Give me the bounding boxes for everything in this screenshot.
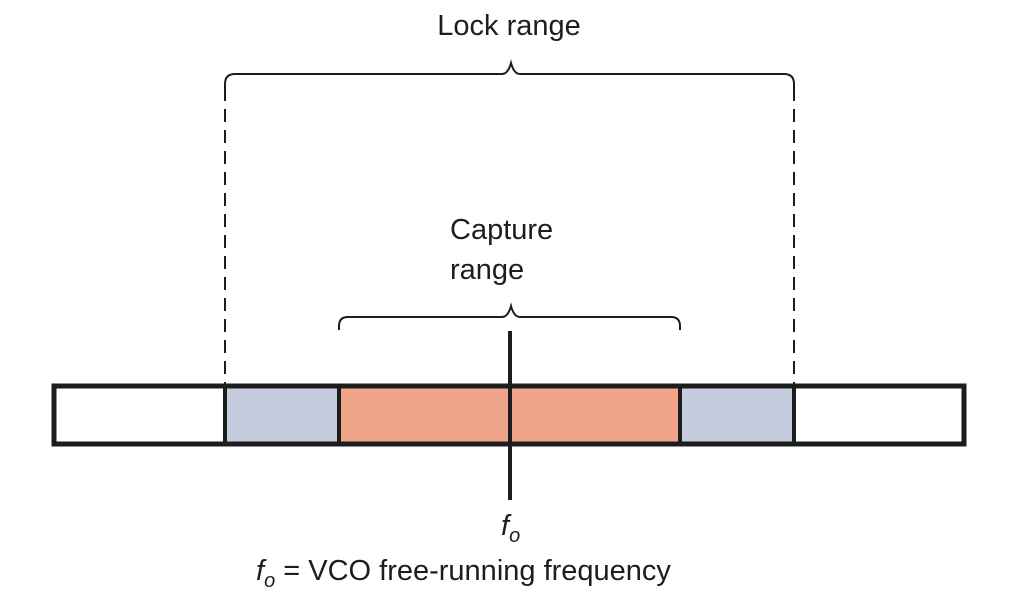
capture-range-label-line2: range (450, 254, 525, 286)
segment-above-lock (794, 386, 964, 444)
center-frequency-label: fo (501, 510, 520, 547)
segment-lock-high (680, 386, 794, 444)
legend-subscript: o (264, 570, 276, 592)
capture-range-brace (338, 302, 681, 330)
lock-range-label: Lock range (437, 10, 581, 42)
segment-lock-low (225, 386, 339, 444)
segment-below-lock (54, 386, 225, 444)
legend-symbol: f (256, 555, 265, 587)
center-frequency-symbol: f (501, 510, 510, 542)
center-frequency-subscript: o (509, 525, 521, 547)
legend-text: = VCO free-running frequency (283, 555, 671, 587)
lock-range-brace (224, 59, 795, 88)
legend-definition: fo = VCO free-running frequency (256, 555, 671, 592)
capture-range-label-line1: Capture (450, 214, 554, 246)
